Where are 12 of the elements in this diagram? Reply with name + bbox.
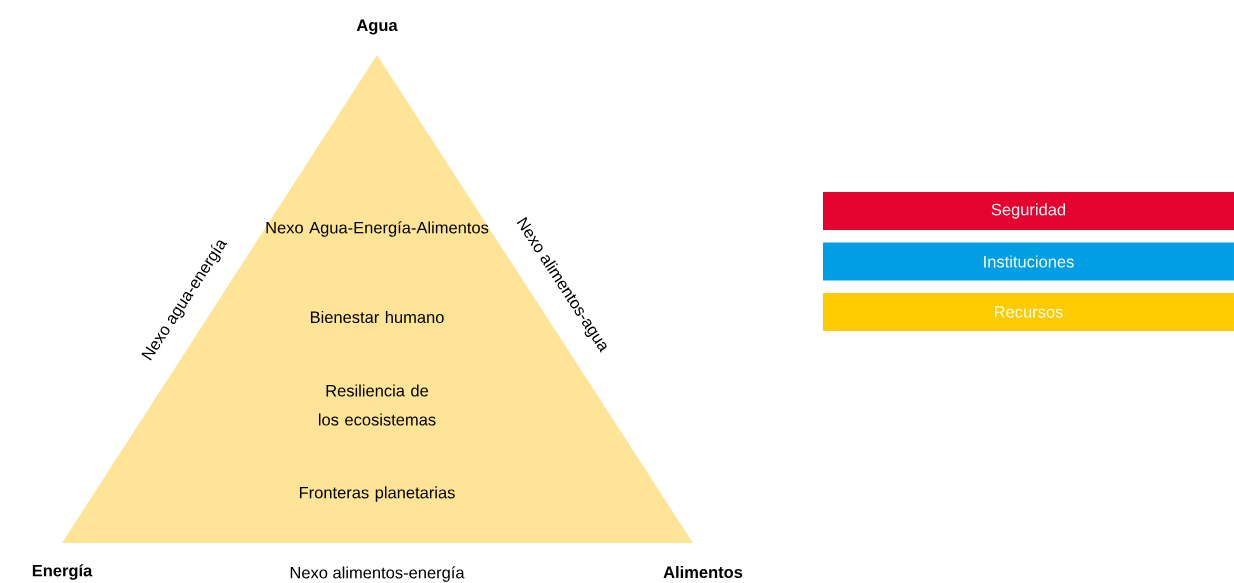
corner-label: Alimentos (663, 565, 743, 579)
triangle (62, 55, 693, 543)
text-label: Resiliencia de los ecosistemas (318, 384, 436, 426)
color-bar: Instituciones (823, 242, 1234, 281)
color-bar: Seguridad (823, 192, 1234, 230)
corner-label: Agua (356, 19, 398, 35)
text-label: Fronteras planetarias (299, 486, 455, 502)
text-label: Nexo Agua-Energía-Alimentos (266, 221, 489, 237)
text-label: Bienestar humano (310, 310, 444, 324)
corner-label: Energía (32, 564, 93, 580)
side-label: Nexo alimentos-energía (290, 566, 465, 582)
color-bar: Recursos (823, 293, 1234, 331)
